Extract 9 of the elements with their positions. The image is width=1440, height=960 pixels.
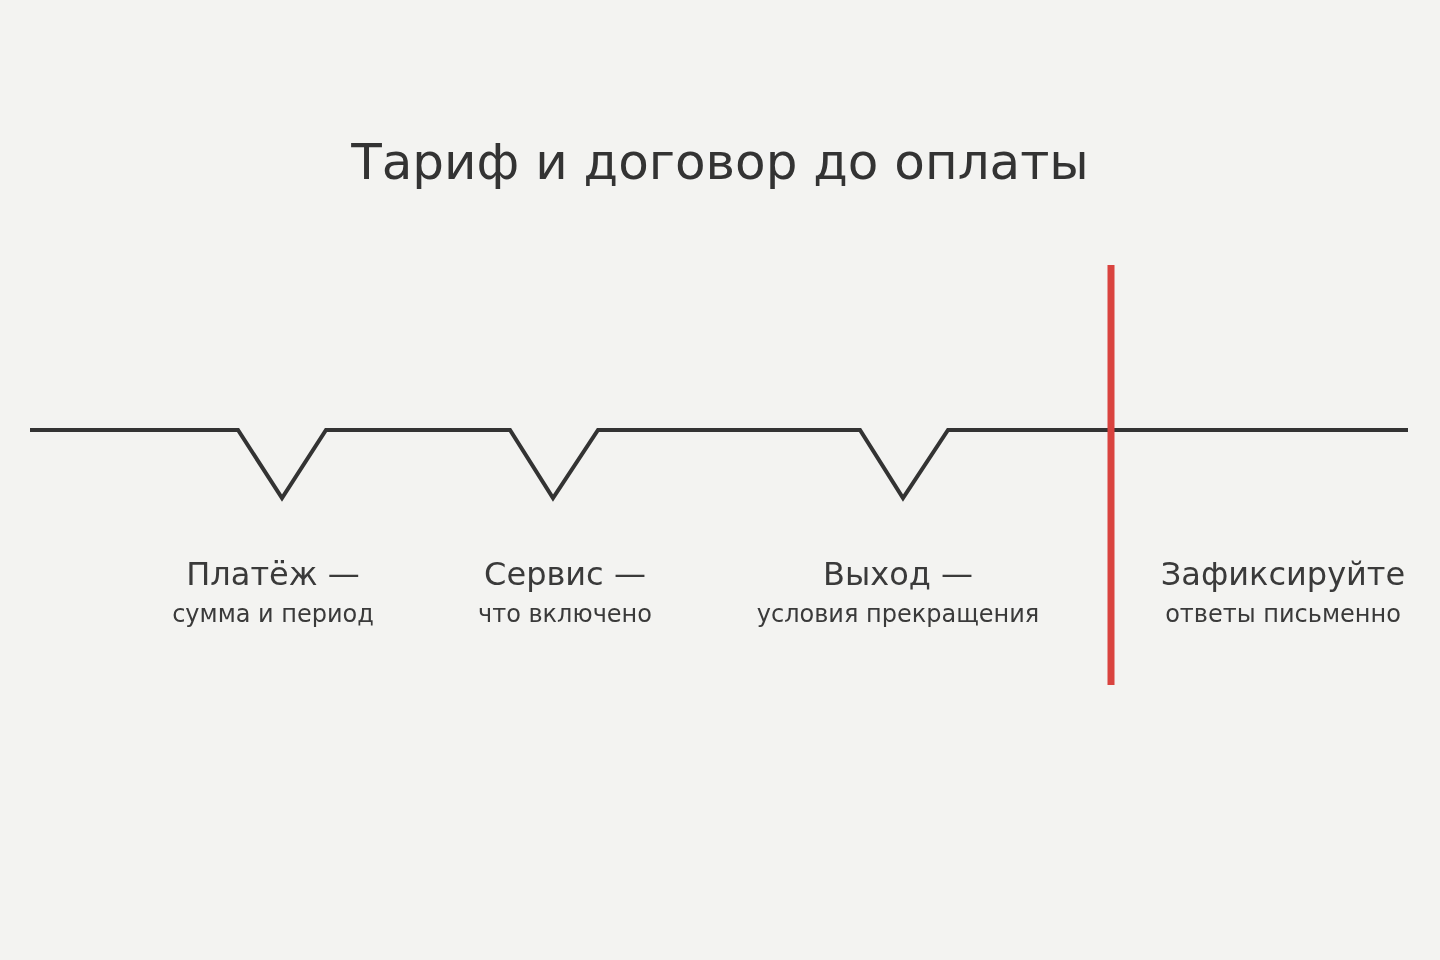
- milestone-description: ответы письменно: [1165, 599, 1401, 630]
- milestone-description: условия прекращения: [756, 599, 1040, 630]
- title: Тариф и договор до оплаты: [350, 132, 1090, 193]
- milestone-description: сумма и период: [172, 599, 374, 630]
- milestone-heading: Платёж —: [186, 554, 360, 595]
- milestone-heading: Зафиксируйте: [1160, 554, 1406, 595]
- milestone-heading: Выход —: [823, 554, 973, 595]
- milestone-heading: Сервис —: [484, 554, 646, 595]
- milestone-description: что включено: [478, 599, 652, 630]
